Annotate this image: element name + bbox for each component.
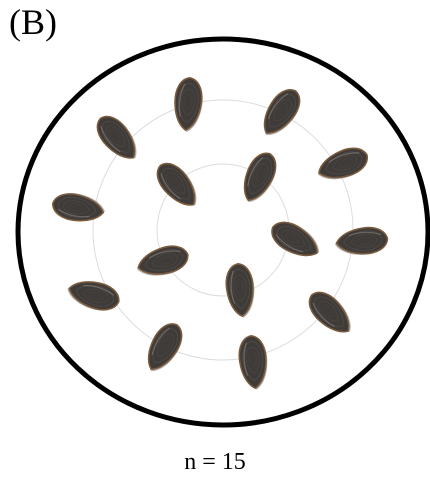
mussel-shell — [91, 109, 146, 167]
sample-count-label: n = 15 — [0, 450, 430, 474]
mussel-shell — [139, 318, 189, 377]
mussel-shell — [303, 285, 359, 341]
mussel-shell — [51, 190, 108, 226]
mussel-shell — [255, 84, 307, 143]
mussel-shell — [266, 215, 325, 265]
mussel-shell — [172, 77, 204, 133]
mussel-group — [51, 77, 389, 391]
mussel-shell — [225, 263, 257, 319]
mussel-shell — [133, 242, 191, 282]
mussel-shell — [238, 335, 270, 391]
mussel-shell — [334, 226, 389, 257]
mussel-shell — [236, 148, 283, 207]
mussel-shell — [151, 156, 206, 214]
mussel-shell — [313, 143, 372, 186]
mussel-shell — [64, 276, 122, 316]
